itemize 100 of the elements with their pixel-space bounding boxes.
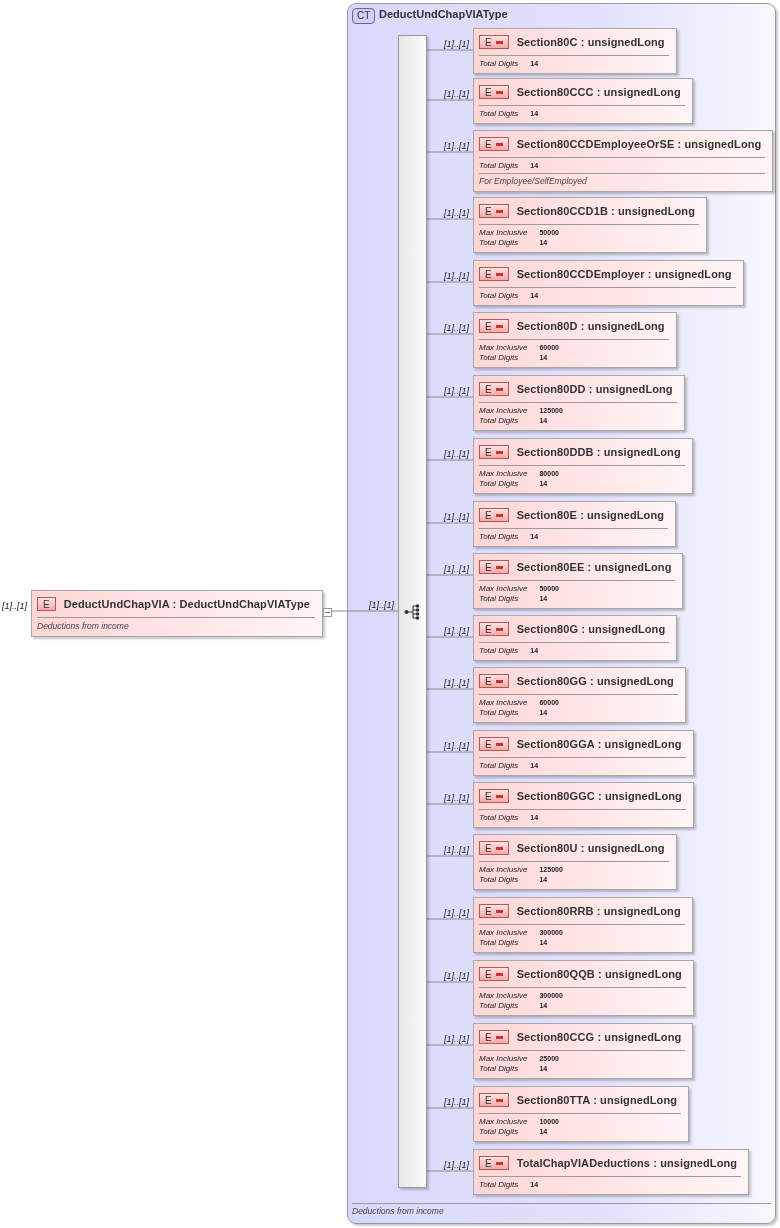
connector-line <box>426 49 474 51</box>
cardinality-label: [1]..[1] <box>444 386 469 396</box>
type-name: DeductUndChapVIAType <box>379 8 508 20</box>
element-badge: E <box>479 85 509 99</box>
connector-line <box>426 918 474 920</box>
connector-line <box>426 333 474 335</box>
element-box <box>473 615 678 661</box>
cardinality-label: [1]..[1] <box>369 600 394 610</box>
element-badge: E <box>479 841 509 855</box>
facet-name: Total Digits <box>479 479 520 489</box>
element-badge: E <box>479 674 509 688</box>
element-badge: E <box>479 789 509 803</box>
cardinality-label: [1]..[1] <box>444 1034 469 1044</box>
connector-line <box>426 981 474 983</box>
element-box <box>473 375 685 431</box>
element-badge: E <box>479 137 509 151</box>
facet-name: Total Digits <box>479 813 519 823</box>
annotation-text: Deductions from income <box>352 1206 444 1217</box>
facet-name: Max Inclusive <box>479 228 528 238</box>
element-box <box>473 1023 694 1079</box>
connector-line <box>426 803 474 805</box>
facet-name: Max Inclusive <box>479 469 528 479</box>
element-name: Section80CCDEmployeeOrSE : unsignedLong <box>516 138 762 150</box>
connector-line <box>426 574 474 576</box>
connector-line <box>426 751 474 753</box>
element-box <box>473 960 694 1016</box>
cardinality-label: [1]..[1] <box>2 601 27 611</box>
facet-name: Total Digits <box>479 161 519 171</box>
element-name: Section80QQB : unsignedLong <box>516 968 682 980</box>
element-box <box>473 501 676 547</box>
facet-name: Max Inclusive <box>479 584 528 594</box>
element-box <box>473 782 694 828</box>
connector-line <box>426 522 474 524</box>
element-name: Section80U : unsignedLong <box>516 842 665 854</box>
element-name: Section80CCDEmployer : unsignedLong <box>516 268 732 280</box>
cardinality-label: [1]..[1] <box>444 323 469 333</box>
element-box <box>473 667 686 723</box>
element-name: DeductUndChapVIA : DeductUndChapVIAType <box>63 598 310 610</box>
element-name: Section80CCG : unsignedLong <box>516 1031 682 1043</box>
facet-name: Max Inclusive <box>479 928 528 938</box>
cardinality-label: [1]..[1] <box>444 845 469 855</box>
sequence-bar <box>398 35 427 1188</box>
facet-name: Max Inclusive <box>479 698 528 708</box>
element-name: Section80CCD1B : unsignedLong <box>516 205 695 217</box>
element-badge: E <box>479 1156 509 1170</box>
element-name: Section80C : unsignedLong <box>516 36 665 48</box>
element-badge: E <box>479 508 509 522</box>
facet-name: Total Digits <box>479 291 519 301</box>
element-name: Section80RRB : unsignedLong <box>516 905 681 917</box>
connector-line <box>426 396 474 398</box>
element-badge: E <box>479 622 509 636</box>
facet-name: Total Digits <box>479 875 520 885</box>
element-name: Section80D : unsignedLong <box>516 320 665 332</box>
element-box <box>473 553 684 609</box>
connector-line <box>426 1044 474 1046</box>
element-badge: E <box>479 967 509 981</box>
cardinality-label: [1]..[1] <box>444 512 469 522</box>
connector-line <box>426 855 474 857</box>
connector-line <box>426 459 474 461</box>
facet-name: Total Digits <box>479 1001 520 1011</box>
cardinality-label: [1]..[1] <box>444 971 469 981</box>
element-name: Section80EE : unsignedLong <box>516 561 672 573</box>
cardinality-label: [1]..[1] <box>444 564 469 574</box>
connector-line <box>426 99 474 101</box>
element-badge: E <box>479 35 509 49</box>
facet-name: Total Digits <box>479 416 520 426</box>
facet-name: Max Inclusive <box>479 865 528 875</box>
facet-name: Max Inclusive <box>479 1117 528 1127</box>
element-box <box>473 130 774 192</box>
annotation-text: For Employee/SelfEmployed <box>479 176 588 187</box>
element-name: Section80DD : unsignedLong <box>516 383 673 395</box>
cardinality-label: [1]..[1] <box>444 449 469 459</box>
cardinality-label: [1]..[1] <box>444 1160 469 1170</box>
facet-name: Max Inclusive <box>479 343 528 353</box>
facet-name: Total Digits <box>479 532 519 542</box>
element-badge: E <box>479 319 509 333</box>
element-badge: E <box>479 560 509 574</box>
element-badge: E <box>479 204 509 218</box>
cardinality-label: [1]..[1] <box>444 39 469 49</box>
element-name: TotalChapVIADeductions : unsignedLong <box>516 1157 738 1169</box>
facet-name: Total Digits <box>479 646 519 656</box>
connector-line <box>426 281 474 283</box>
element-box <box>473 260 744 306</box>
element-box <box>473 438 693 494</box>
connector-line <box>426 151 474 153</box>
cardinality-label: [1]..[1] <box>444 271 469 281</box>
cardinality-label: [1]..[1] <box>444 208 469 218</box>
cardinality-label: [1]..[1] <box>444 1097 469 1107</box>
element-name: Section80TTA : unsignedLong <box>516 1094 678 1106</box>
element-badge: E <box>479 445 509 459</box>
element-box <box>473 78 693 124</box>
element-box <box>473 1086 690 1142</box>
facet-name: Max Inclusive <box>479 1054 528 1064</box>
element-badge: E <box>479 267 509 281</box>
facet-name: Total Digits <box>479 353 520 363</box>
cardinality-label: [1]..[1] <box>444 908 469 918</box>
annotation-text: Deductions from income <box>37 621 130 632</box>
connector-line <box>426 1107 474 1109</box>
cardinality-label: [1]..[1] <box>444 626 469 636</box>
facet-name: Total Digits <box>479 1180 519 1190</box>
